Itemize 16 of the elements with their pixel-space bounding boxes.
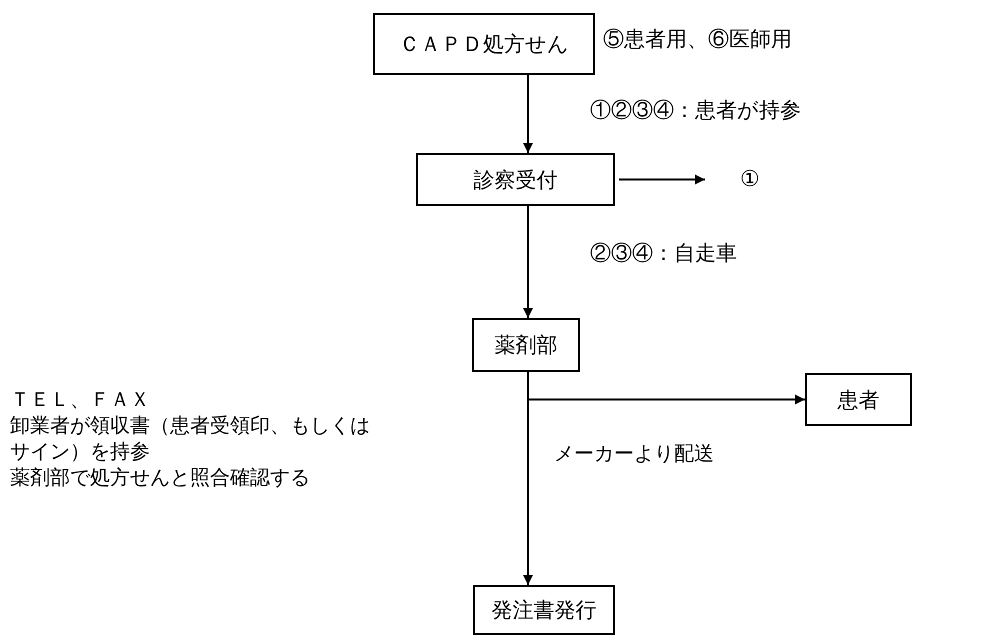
process-box: ＣＡＰＤ処方せん	[373, 13, 595, 75]
note-text: ＴＥＬ、ＦＡＸ	[10, 388, 151, 413]
note-text: ⑤患者用、⑥医師用	[603, 26, 793, 52]
arrow	[619, 174, 705, 184]
note-text: 薬剤部で処方せんと照合確認する	[10, 466, 311, 491]
note-text: メーカーより配送	[554, 442, 715, 467]
process-box: 患者	[805, 373, 912, 426]
arrow	[523, 372, 533, 585]
arrow	[523, 75, 533, 153]
note-text: 卸業者が領収書（患者受領印、もしくはサイン）を持参	[10, 414, 371, 465]
arrow	[523, 206, 533, 318]
note-text: ①②③④：患者が持参	[590, 97, 802, 123]
process-box: 発注書発行	[473, 585, 615, 635]
process-box: 薬剤部	[472, 318, 580, 372]
process-box: 診察受付	[416, 153, 615, 206]
note-text: ②③④：自走車	[590, 240, 738, 266]
